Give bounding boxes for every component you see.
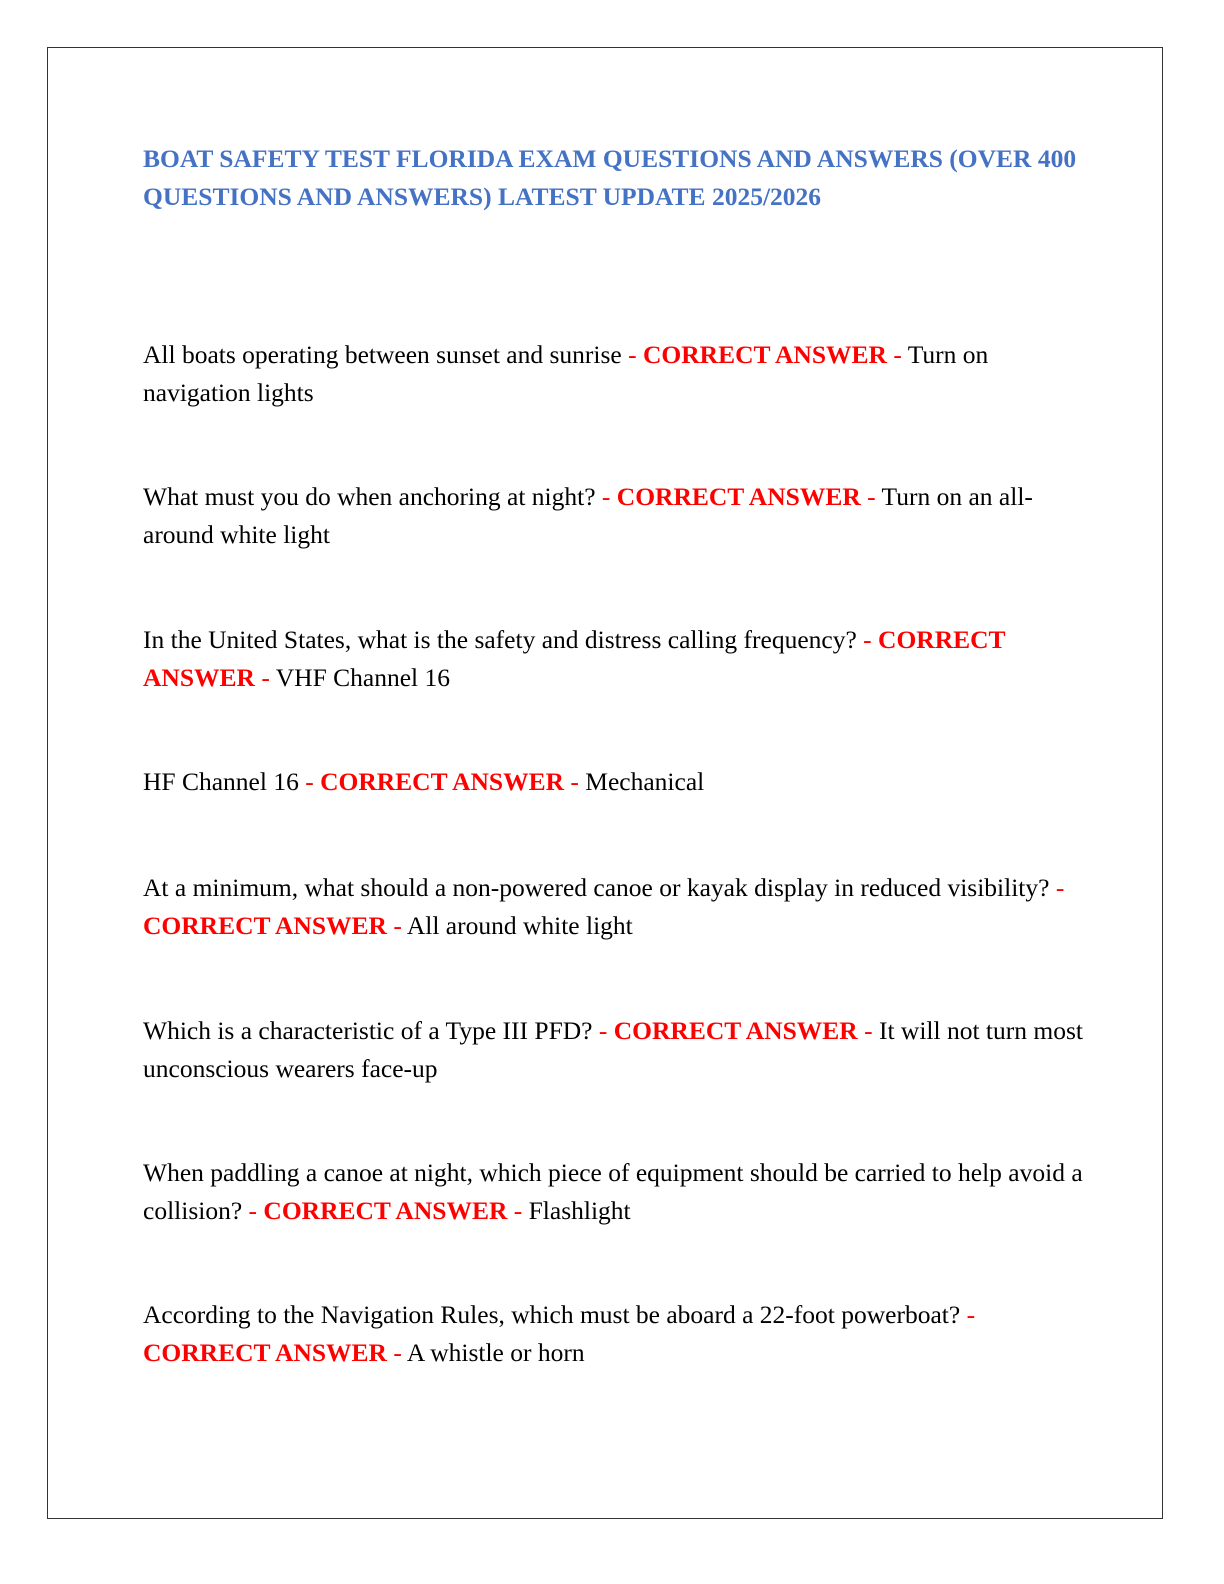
answer-text: Mechanical bbox=[585, 767, 705, 796]
separator: - bbox=[893, 340, 902, 369]
separator: - bbox=[598, 1016, 608, 1045]
question-text: At a minimum, what should a non-powered … bbox=[143, 873, 1050, 902]
separator: - bbox=[867, 482, 876, 511]
answer-text: A whistle or horn bbox=[406, 1338, 585, 1367]
document-title: BOAT SAFETY TEST FLORIDA EXAM QUESTIONS … bbox=[143, 144, 1077, 211]
correct-answer-label: CORRECT ANSWER bbox=[143, 1338, 387, 1367]
separator: - bbox=[601, 482, 611, 511]
question-text: Which is a characteristic of a Type III … bbox=[143, 1016, 593, 1045]
separator: - bbox=[393, 911, 402, 940]
separator: - bbox=[261, 663, 270, 692]
correct-answer-label: CORRECT ANSWER bbox=[642, 340, 887, 369]
question-text: All boats operating between sunset and s… bbox=[143, 340, 622, 369]
qa-item: Which is a characteristic of a Type III … bbox=[143, 1012, 1083, 1088]
correct-answer-label: CORRECT ANSWER bbox=[143, 911, 387, 940]
correct-answer-label: CORRECT ANSWER bbox=[616, 482, 861, 511]
separator: - bbox=[863, 625, 872, 654]
separator: - bbox=[628, 340, 637, 369]
question-text: What must you do when anchoring at night… bbox=[143, 482, 596, 511]
question-text: According to the Navigation Rules, which… bbox=[143, 1300, 961, 1329]
qa-item: All boats operating between sunset and s… bbox=[143, 336, 1083, 412]
separator: - bbox=[513, 1196, 523, 1225]
answer-text: VHF Channel 16 bbox=[275, 663, 450, 692]
correct-answer-label: CORRECT ANSWER bbox=[613, 1016, 858, 1045]
question-text: HF Channel 16 bbox=[143, 767, 299, 796]
qa-item: HF Channel 16 - CORRECT ANSWER - Mechani… bbox=[143, 763, 1083, 801]
separator: - bbox=[1055, 873, 1065, 902]
separator: - bbox=[966, 1300, 976, 1329]
separator: - bbox=[864, 1016, 873, 1045]
answer-text: Flashlight bbox=[528, 1196, 631, 1225]
question-text: When paddling a canoe at night, which pi… bbox=[143, 1158, 1083, 1225]
separator: - bbox=[570, 767, 579, 796]
qa-item: According to the Navigation Rules, which… bbox=[143, 1296, 1083, 1372]
correct-answer-label: CORRECT ANSWER bbox=[143, 625, 1006, 692]
qa-item: What must you do when anchoring at night… bbox=[143, 478, 1083, 554]
correct-answer-label: CORRECT ANSWER bbox=[320, 767, 565, 796]
answer-text: Turn on an all-around white light bbox=[143, 482, 1033, 549]
qa-item: In the United States, what is the safety… bbox=[143, 621, 1083, 697]
question-text: In the United States, what is the safety… bbox=[143, 625, 857, 654]
separator: - bbox=[305, 767, 314, 796]
qa-item: At a minimum, what should a non-powered … bbox=[143, 869, 1083, 945]
answer-text: Turn on navigation lights bbox=[143, 340, 989, 407]
separator: - bbox=[393, 1338, 402, 1367]
correct-answer-label: CORRECT ANSWER bbox=[263, 1196, 508, 1225]
separator: - bbox=[248, 1196, 258, 1225]
qa-item: When paddling a canoe at night, which pi… bbox=[143, 1154, 1083, 1230]
page-border bbox=[47, 47, 1163, 1519]
answer-text: All around white light bbox=[406, 911, 633, 940]
answer-text: It will not turn most unconscious wearer… bbox=[143, 1016, 1083, 1083]
